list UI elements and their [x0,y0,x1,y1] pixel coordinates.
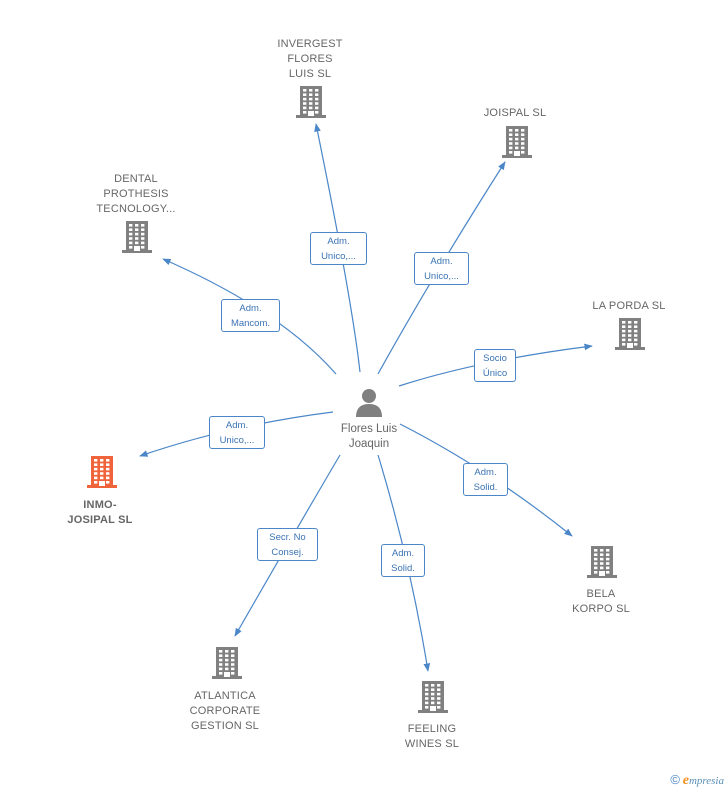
company-label-line: KORPO SL [572,603,630,615]
company-label-line: DENTAL [114,173,158,185]
building-icon[interactable] [415,679,451,715]
edge-label-line: Adm. [239,303,262,314]
company-label-line: JOSIPAL SL [67,514,133,526]
company-label-line: FEELING [407,723,457,735]
building-icon[interactable] [499,124,535,160]
edge-label-dental[interactable]: Adm. Mancom. [221,299,280,332]
edge-label-bela[interactable]: Adm. Solid. [463,463,508,496]
person-icon[interactable] [353,386,385,418]
edge-label-line: Adm. [430,256,453,267]
building-icon[interactable] [584,544,620,580]
center-person-name-line2: Joaquin [348,438,390,450]
building-icon[interactable] [209,645,245,681]
edge-label-invergest[interactable]: Adm. Unico,... [310,232,367,265]
edge-label-inmo[interactable]: Adm. Unico,... [209,416,265,449]
company-label-dental[interactable]: DENTAL PROTHESIS TECNOLOGY... [76,172,196,217]
building-icon[interactable] [293,84,329,120]
company-label-feeling[interactable]: FEELING WINES SL [372,722,492,752]
company-label-line: LUIS SL [288,68,332,80]
edge-label-line: Socio [483,353,507,364]
company-label-laporda[interactable]: LA PORDA SL [569,299,689,314]
edge-label-feeling[interactable]: Adm. Solid. [381,544,425,577]
company-label-line: ATLANTICA [194,690,256,702]
company-label-line: LA PORDA SL [592,300,666,312]
building-icon[interactable] [612,316,648,352]
edge-label-line: Único [482,368,508,379]
edge-label-line: Unico,... [219,435,255,446]
edge-label-line: Consej. [271,547,304,558]
company-label-line: FLORES [287,53,333,65]
company-label-bela[interactable]: BELA KORPO SL [541,587,661,617]
company-label-invergest[interactable]: INVERGEST FLORES LUIS SL [250,37,370,82]
edge-label-line: Secr. No [269,532,306,543]
building-icon[interactable] [84,454,120,490]
copyright-symbol: © [670,772,680,787]
brand-name: mpresia [688,775,724,787]
company-label-line: PROTHESIS [103,188,169,200]
edge-label-line: Unico,... [321,251,356,262]
company-label-line: TECNOLOGY... [96,203,176,215]
company-label-line: WINES SL [404,738,460,750]
company-label-line: CORPORATE [189,705,261,717]
edge-label-joispal[interactable]: Adm. Unico,... [414,252,469,285]
edge-label-line: Solid. [391,563,415,574]
edge-invergest [314,123,361,373]
brand-initial: e [682,773,689,788]
center-person-label[interactable]: Flores Luis Joaquin [319,422,419,452]
company-label-atlantica[interactable]: ATLANTICA CORPORATE GESTION SL [165,689,285,734]
company-label-line: GESTION SL [190,720,260,732]
edge-label-line: Mancom. [230,318,271,329]
company-label-line: BELA [586,588,616,600]
company-label-line: INVERGEST [277,38,343,50]
edge-label-atlantica[interactable]: Secr. No Consej. [257,528,318,561]
company-label-line: INMO- [83,499,117,511]
edge-label-line: Adm. [327,236,350,247]
edge-label-line: Adm. [474,467,497,478]
company-label-joispal[interactable]: JOISPAL SL [455,106,575,121]
edge-label-line: Unico,... [424,271,459,282]
building-icon[interactable] [119,219,155,255]
company-label-line: JOISPAL SL [483,107,547,119]
edge-label-line: Adm. [225,420,249,431]
edge-label-line: Solid. [473,482,498,493]
center-person-name-line1: Flores Luis [340,423,398,435]
brand-logo: © empresia [670,772,724,789]
company-label-inmo[interactable]: INMO- JOSIPAL SL [40,498,160,528]
edge-label-line: Adm. [391,548,415,559]
